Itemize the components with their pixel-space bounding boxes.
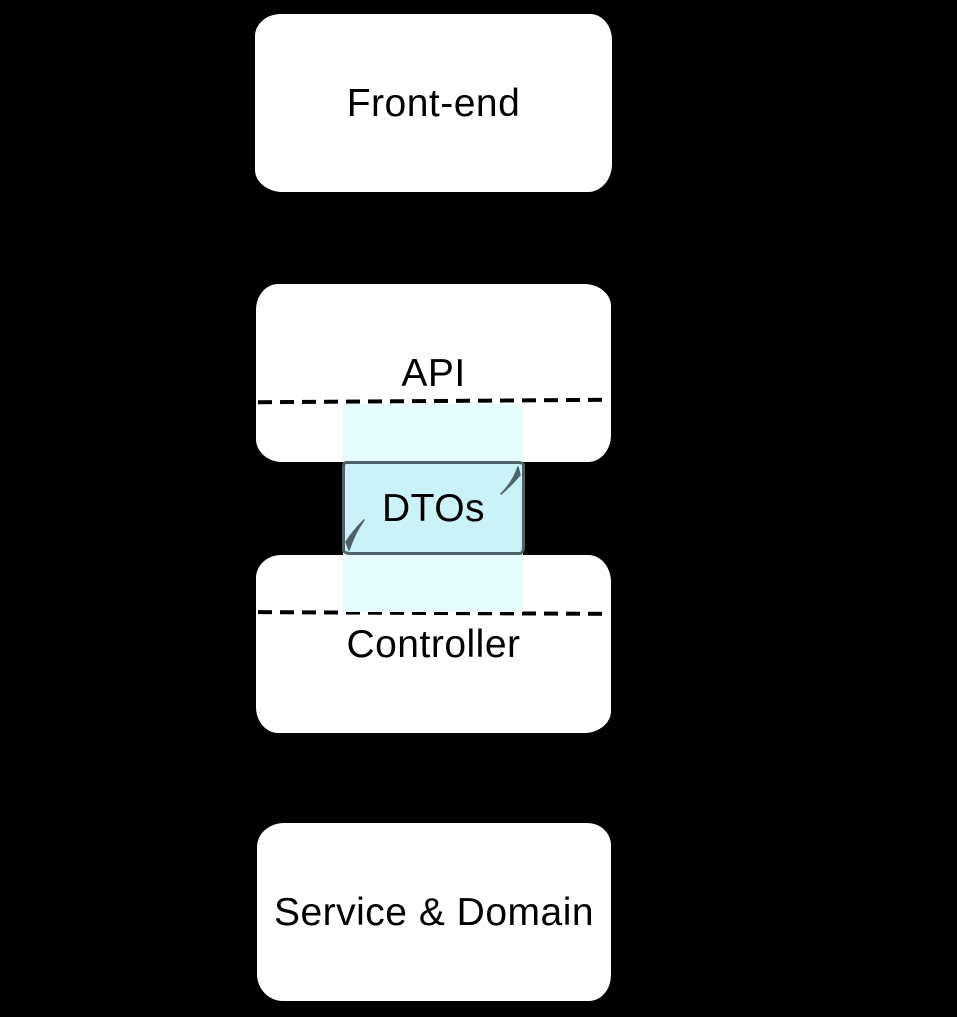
node-front-end: Front-end xyxy=(255,14,612,192)
dto-corner-flick-bottom-left xyxy=(345,519,365,551)
node-service-domain: Service & Domain xyxy=(257,823,611,1001)
node-service-domain-label: Service & Domain xyxy=(273,890,595,934)
dto-corner-flick-top-right xyxy=(500,466,521,495)
node-front-end-label: Front-end xyxy=(346,81,521,125)
node-api-label: API xyxy=(401,351,466,395)
node-dtos-label: DTOs xyxy=(381,486,486,530)
node-dtos: DTOs xyxy=(342,461,525,555)
node-controller-label: Controller xyxy=(346,622,521,666)
